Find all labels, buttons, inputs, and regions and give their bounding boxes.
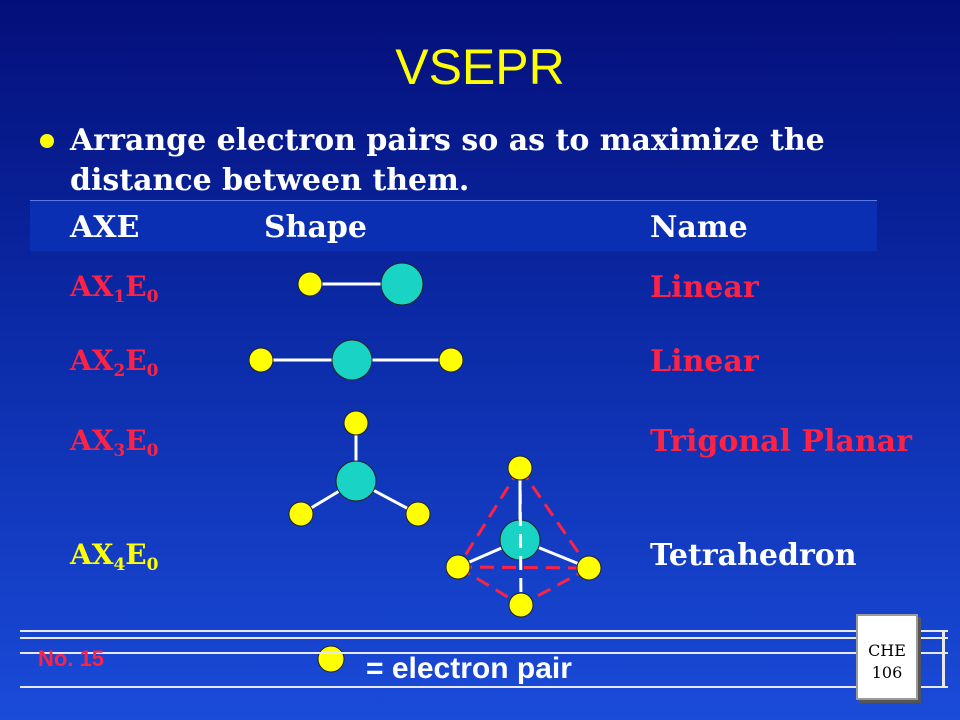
electron-pair-icon bbox=[507, 455, 533, 481]
electron-pair-icon bbox=[445, 554, 471, 580]
bullet-icon bbox=[40, 134, 54, 148]
name-row-1: Linear bbox=[650, 270, 759, 305]
header-name: Name bbox=[650, 210, 748, 245]
electron-pair-icon bbox=[297, 271, 323, 297]
formula-ax2e0: AX2E0 bbox=[70, 344, 159, 381]
electron-pair-icon bbox=[508, 592, 534, 618]
electron-pair-icon bbox=[438, 347, 464, 373]
legend-text: = electron pair bbox=[366, 652, 572, 685]
central-atom-icon bbox=[331, 339, 373, 381]
electron-pair-icon bbox=[248, 347, 274, 373]
electron-pair-icon bbox=[576, 555, 602, 581]
footer-rule bbox=[20, 630, 948, 688]
name-row-3: Trigonal Planar bbox=[650, 424, 912, 459]
bullet-text: Arrange electron pairs so as to maximize… bbox=[70, 123, 825, 198]
formula-ax1e0: AX1E0 bbox=[70, 270, 159, 307]
header-shape: Shape bbox=[264, 210, 367, 245]
electron-pair-icon bbox=[288, 501, 314, 527]
formula-ax4e0: AX4E0 bbox=[70, 538, 159, 575]
molecule-ax4e0 bbox=[445, 455, 602, 618]
formula-ax3e0: AX3E0 bbox=[70, 424, 159, 461]
molecule-ax1e0 bbox=[297, 262, 424, 306]
name-row-2: Linear bbox=[650, 344, 759, 379]
header-axe: AXE bbox=[70, 210, 140, 245]
slide-title: VSEPR bbox=[395, 39, 565, 95]
central-atom-icon bbox=[380, 262, 424, 306]
table-header-bar bbox=[30, 200, 877, 251]
electron-pair-icon bbox=[405, 501, 431, 527]
molecule-ax2e0 bbox=[248, 339, 464, 381]
course-badge: CHE 106 bbox=[856, 614, 918, 700]
electron-pair-icon bbox=[343, 410, 369, 436]
molecule-ax3e0 bbox=[288, 410, 431, 527]
course-code: CHE bbox=[868, 641, 906, 660]
slide-number: No. 15 bbox=[38, 646, 105, 671]
central-atom-icon bbox=[335, 460, 377, 502]
name-row-4: Tetrahedron bbox=[650, 538, 857, 573]
course-number: 106 bbox=[871, 663, 903, 682]
